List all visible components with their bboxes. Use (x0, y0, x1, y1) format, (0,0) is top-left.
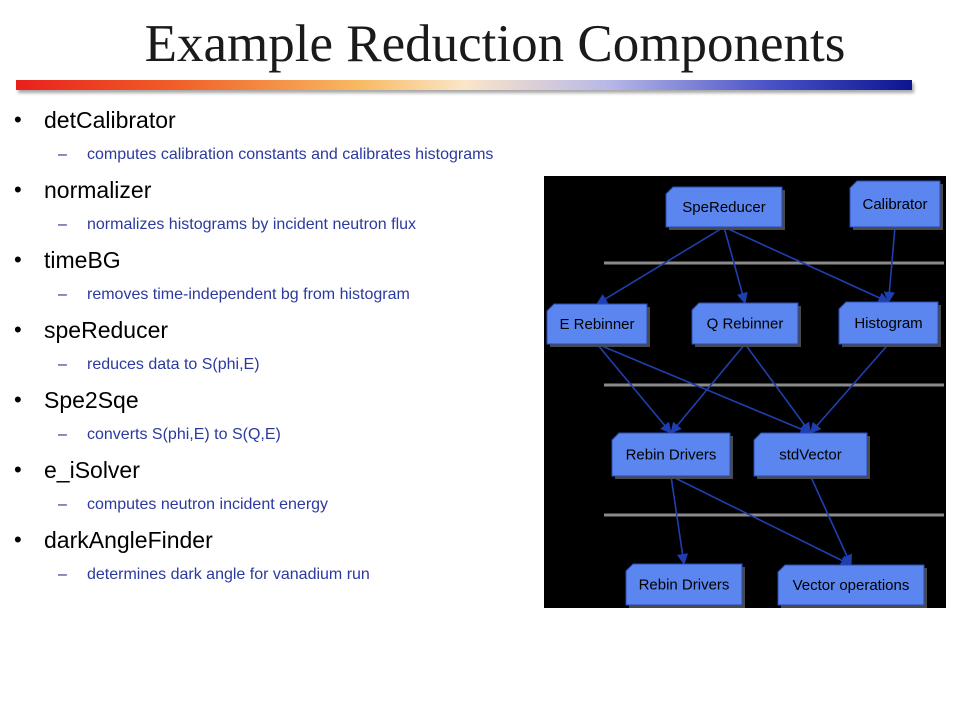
node-label: Q Rebinner (707, 316, 784, 333)
diagram-nodes: SpeReducer Calibrator E Rebinner Q Rebinner… (546, 180, 943, 608)
diagram-node-qrebinner: Q Rebinner (691, 302, 801, 347)
node-box (838, 301, 939, 345)
edge-histogram-to-stdvector (809, 343, 890, 434)
sub-bullet-label: reduces data to S(phi,E) (87, 356, 260, 373)
node-label: SpeReducer (682, 199, 765, 216)
node-box (849, 180, 941, 228)
dash-icon: – (58, 356, 67, 373)
slide-title: Example Reduction Components (144, 15, 846, 73)
edge-spereducer-to-qrebinner (723, 226, 748, 305)
bullet-label: darkAngleFinder (44, 527, 213, 553)
bullet-label: speReducer (44, 317, 169, 343)
node-label: Histogram (854, 315, 922, 332)
bullet-dot-icon: • (14, 317, 22, 342)
bullet-label: timeBG (44, 247, 121, 273)
edge-rebindrivers1-to-rebindrivers2 (670, 475, 689, 566)
edge-calibrator-to-histogram (883, 226, 896, 304)
diagram-separators (604, 261, 944, 517)
node-box (611, 432, 731, 477)
edge-spereducer-to-erebinner (596, 226, 725, 305)
diagram-edges (596, 226, 896, 567)
sub-bullet-label: computes calibration constants and calib… (87, 146, 494, 163)
title-gradient-rule (16, 80, 912, 90)
node-label: E Rebinner (559, 316, 634, 333)
diagram-node-rebindrivers2: Rebin Drivers (625, 563, 745, 608)
bullet-dot-icon: • (14, 247, 22, 272)
bullet-dot-icon: • (14, 177, 22, 202)
sub-bullet-label: removes time-independent bg from histogr… (87, 286, 410, 303)
dash-icon: – (58, 286, 67, 303)
node-label: Rebin Drivers (639, 577, 730, 594)
bullet-item-e-isolver: • e_iSolver – computes neutron incident en… (14, 450, 554, 520)
bullet-dot-icon: • (14, 387, 22, 412)
dash-icon: – (58, 566, 67, 583)
dash-icon: – (58, 216, 67, 233)
node-box (691, 302, 799, 345)
node-label: stdVector (779, 447, 842, 464)
sub-bullet-label: normalizes histograms by incident neutro… (87, 216, 417, 233)
bullet-dot-icon: • (14, 457, 22, 482)
node-label: Rebin Drivers (626, 447, 717, 464)
bullet-label: detCalibrator (44, 107, 176, 133)
node-box (625, 563, 743, 606)
component-diagram: SpeReducer Calibrator E Rebinner Q Rebinner… (544, 176, 946, 608)
bullet-label: normalizer (44, 177, 152, 203)
bullet-list: • detCalibrator – computes calibration con… (14, 100, 554, 590)
bullet-label: Spe2Sqe (44, 387, 139, 413)
node-box (665, 186, 783, 228)
node-box (777, 564, 925, 606)
component-diagram-canvas: SpeReducer Calibrator E Rebinner Q Rebinner… (546, 180, 944, 608)
bullet-item-timebg: • timeBG – removes time-independent bg fro… (14, 240, 554, 310)
diagram-node-erebinner: E Rebinner (546, 303, 650, 347)
diagram-node-histogram: Histogram (838, 301, 941, 347)
diagram-node-rebindrivers1: Rebin Drivers (611, 432, 733, 479)
bullet-item-normalizer: • normalizer – normalizes histograms by in… (14, 170, 554, 240)
sub-bullet-label: computes neutron incident energy (87, 496, 329, 513)
edge-rebindrivers1-to-vectorops (670, 475, 853, 566)
edge-erebinner-to-rebindrivers1 (596, 343, 672, 434)
edge-spereducer-to-histogram (723, 226, 890, 303)
diagram-node-stdvector: stdVector (753, 432, 870, 479)
bullet-item-spereducer: • speReducer – reduces data to S(phi,E) (14, 310, 554, 380)
bullet-label: e_iSolver (44, 457, 140, 483)
sub-bullet-label: converts S(phi,E) to S(Q,E) (87, 426, 281, 443)
node-label: Vector operations (793, 577, 910, 594)
bullet-dot-icon: • (14, 107, 22, 132)
dash-icon: – (58, 496, 67, 513)
dash-icon: – (58, 426, 67, 443)
diagram-node-calibrator: Calibrator (849, 180, 943, 230)
edge-erebinner-to-stdvector (596, 343, 812, 435)
node-label: Calibrator (862, 196, 927, 213)
bullet-item-detcalibrator: • detCalibrator – computes calibration con… (14, 100, 554, 170)
edge-qrebinner-to-rebindrivers1 (670, 343, 746, 434)
diagram-node-spereducer: SpeReducer (665, 186, 785, 230)
bullet-dot-icon: • (14, 527, 22, 552)
diagram-node-vectorops: Vector operations (777, 564, 927, 608)
node-box (546, 303, 648, 345)
bullet-item-spe2sqe: • Spe2Sqe – converts S(phi,E) to S(Q,E) (14, 380, 554, 450)
edge-qrebinner-to-stdvector (744, 343, 812, 434)
sub-bullet-label: determines dark angle for vanadium run (87, 566, 370, 583)
edge-stdvector-to-vectorops (809, 475, 852, 567)
bullet-item-darkanglefinder: • darkAngleFinder – determines dark angle … (14, 520, 554, 590)
dash-icon: – (58, 146, 67, 163)
node-box (753, 432, 868, 477)
